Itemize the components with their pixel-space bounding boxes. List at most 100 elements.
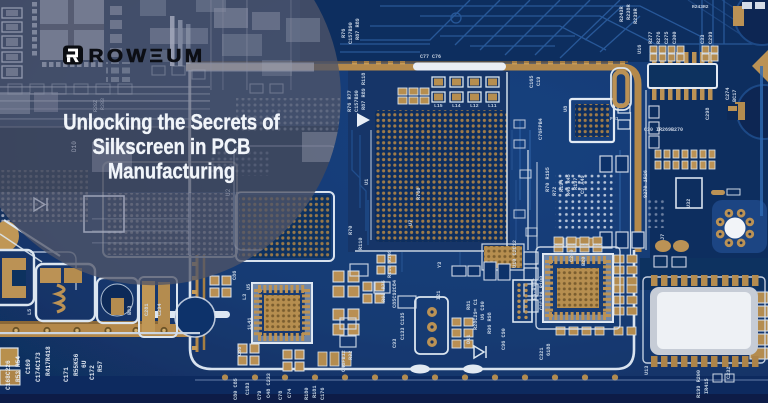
svg-text:FB1: FB1 [610,116,619,122]
svg-text:BC3: BC3 [127,306,133,315]
svg-text:R57: R57 [97,361,104,372]
svg-text:C79: C79 [257,391,263,400]
svg-text:R194: R194 [559,180,565,192]
svg-text:C80 C85: C80 C85 [233,378,239,400]
svg-text:L5: L5 [27,309,33,315]
svg-text:C19: C19 [536,77,542,86]
svg-text:L11: L11 [488,103,497,109]
svg-text:C85C92C84: C85C92C84 [392,280,398,308]
svg-text:BC17: BC17 [732,90,738,102]
svg-text:C169: C169 [25,359,32,374]
svg-text:R76: R76 [341,29,347,38]
svg-text:U8: U8 [563,106,569,112]
svg-text:U7: U7 [408,220,414,226]
svg-text:6U: 6U [81,360,88,368]
svg-text:9270 1R26: 9270 1R26 [643,170,649,198]
svg-text:R81: R81 [466,301,472,310]
svg-text:1L41: 1L41 [247,318,253,330]
svg-text:R70: R70 [348,226,354,235]
svg-text:C1C12A R100: C1C12A R100 [539,276,545,310]
svg-text:C135: C135 [400,313,406,325]
svg-text:R181: R181 [312,386,318,398]
svg-text:C294: C294 [157,304,163,316]
svg-text:R180: R180 [304,388,310,400]
svg-text:R239R: R239R [633,8,639,24]
svg-text:U10 C2C12: U10 C2C12 [512,240,518,268]
svg-text:C30 IR269B270: C30 IR269B270 [644,127,683,133]
svg-text:C77 C76: C77 C76 [420,54,441,60]
svg-text:R277: R277 [648,32,654,44]
svg-text:R63 R75: R63 R75 [381,280,387,302]
svg-text:R243R2: R243R2 [692,4,709,10]
svg-text:C299: C299 [708,32,714,44]
svg-text:U1: U1 [364,179,370,185]
svg-text:C183: C183 [245,383,251,395]
svg-text:R72: R72 [552,187,558,196]
svg-text:U2: U2 [225,188,232,196]
svg-text:L3: L3 [242,294,248,300]
svg-text:U16: U16 [637,45,643,54]
svg-text:C174C173: C174C173 [35,352,42,382]
svg-text:C46FB12: C46FB12 [341,350,347,372]
svg-text:C86: C86 [232,271,238,280]
svg-text:C9 A49: C9 A49 [580,175,586,194]
svg-text:C157B90: C157B90 [348,22,354,44]
svg-text:R243R: R243R [619,6,625,22]
svg-text:L14: L14 [452,103,461,109]
svg-text:C48 C233: C48 C233 [266,373,272,398]
svg-text:C274: C274 [725,88,731,100]
svg-text:U5: U5 [246,284,252,290]
svg-text:D11: D11 [466,335,472,344]
svg-text:U6 C90: U6 C90 [480,301,486,320]
svg-text:C78: C78 [278,391,284,400]
svg-text:ROWΞUM: ROWΞUM [89,45,206,66]
svg-text:C171: C171 [63,367,70,382]
svg-text:R87 R89 R118: R87 R89 R118 [361,73,367,110]
svg-text:R110: R110 [358,238,364,250]
svg-text:L15: L15 [434,103,443,109]
svg-text:B20: B20 [581,257,587,266]
svg-text:R760: R760 [416,188,422,200]
svg-text:C280: C280 [569,250,575,262]
svg-text:C157B90: C157B90 [354,90,360,112]
svg-text:C168C226: C168C226 [5,360,12,390]
svg-text:EA-R102: EA-R102 [532,278,538,300]
svg-text:R87 R89: R87 R89 [355,18,361,40]
svg-text:R76 R77: R76 R77 [347,90,353,112]
svg-text:C93: C93 [392,339,398,348]
svg-text:I21: I21 [436,291,442,300]
svg-text:R70 R195: R70 R195 [545,167,551,192]
svg-text:Y3: Y3 [437,262,443,268]
svg-text:U32: U32 [686,199,692,208]
svg-text:R53 R54: R53 R54 [15,356,22,382]
svg-text:C176: C176 [320,388,326,400]
svg-text:U13: U13 [644,366,650,375]
svg-text:C74: C74 [287,389,293,398]
svg-text:R276: R276 [656,32,662,44]
svg-text:Manufacturing: Manufacturing [108,160,235,184]
svg-text:R199 R200: R199 R200 [696,370,702,398]
svg-text:C275: C275 [664,32,670,44]
svg-text:C281: C281 [144,304,150,316]
svg-text:R32: R32 [348,351,354,360]
svg-text:C172: C172 [89,365,96,380]
svg-text:C298: C298 [705,108,711,120]
svg-text:L12: L12 [470,103,479,109]
svg-text:Unlocking the Secrets of: Unlocking the Secrets of [63,111,280,135]
svg-text:C133: C133 [400,328,406,340]
svg-text:C321: C321 [539,348,545,360]
svg-text:D10: D10 [71,141,78,152]
svg-text:C96 C90: C96 C90 [501,328,507,350]
svg-text:C33: C33 [700,35,706,44]
svg-text:R283: R283 [100,98,106,110]
svg-text:R28C29= C1: R28C29= C1 [473,299,479,330]
svg-text:R28Z: R28Z [93,100,99,112]
svg-text:C88: C88 [237,347,243,356]
svg-text:R96 R98: R96 R98 [487,312,493,334]
svg-text:IR415: IR415 [704,378,710,394]
svg-text:R55K56: R55K56 [73,353,80,376]
svg-text:R110 R109: R110 R109 [387,250,393,278]
svg-text:C232: C232 [726,367,732,379]
svg-text:6188: 6188 [546,344,552,356]
svg-text:C300: C300 [672,32,678,44]
